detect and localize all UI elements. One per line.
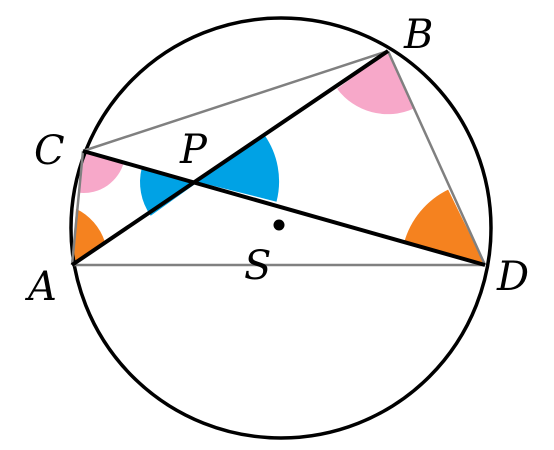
diagonal-cd [82, 149, 486, 267]
diagonal-ab [70, 49, 390, 267]
label-p: P [179, 127, 208, 173]
circumcircle [69, 16, 493, 440]
label-s: S [244, 243, 271, 289]
segment-cb [82, 49, 389, 153]
segment-ca [70, 150, 85, 266]
angle-marker-p-blue-right [198, 134, 280, 202]
label-c: C [34, 128, 65, 174]
label-b: B [403, 12, 433, 58]
label-a: A [24, 264, 57, 310]
angle-marker-a-orange [72, 208, 105, 265]
label-d: D [496, 254, 529, 300]
center-point-s [273, 219, 285, 231]
segment-bd [386, 50, 487, 266]
